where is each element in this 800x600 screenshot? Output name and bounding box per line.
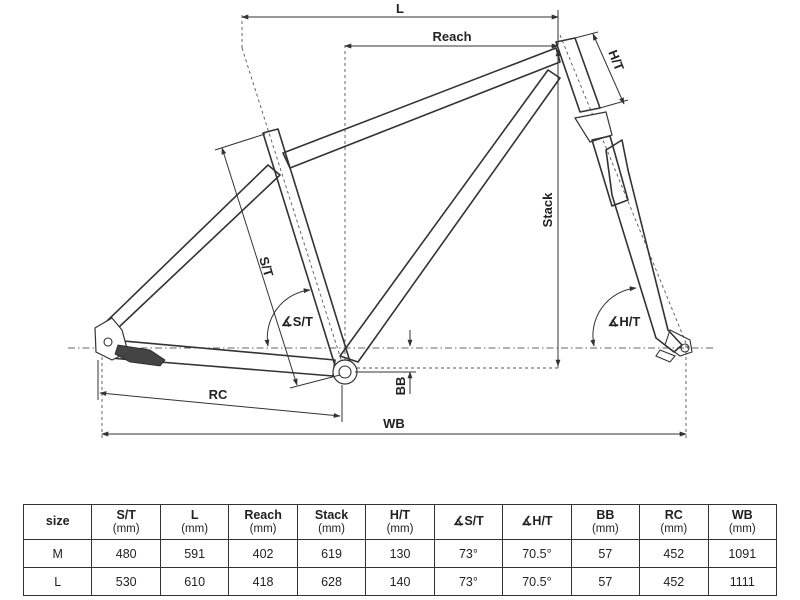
rc-label: RC [209, 387, 228, 402]
table-cell: 73° [433, 539, 504, 568]
ht-angle-label: ∡H/T [608, 314, 641, 329]
geometry-table: size S/T(mm) L(mm) Reach(mm) Stack(mm) H… [22, 504, 778, 596]
col-header-st: S/T(mm) [91, 504, 161, 540]
table-cell: 130 [365, 539, 435, 568]
st-label: S/T [256, 255, 276, 279]
fork-crown [574, 111, 613, 143]
table-cell: 452 [639, 539, 709, 568]
table-cell: 1091 [707, 539, 778, 568]
table-cell: 480 [91, 539, 161, 568]
col-header-reach: Reach(mm) [228, 504, 298, 540]
col-header-wb: WB(mm) [707, 504, 778, 540]
fork [574, 111, 693, 363]
table-cell: M [22, 539, 93, 568]
wb-label: WB [383, 416, 405, 431]
table-cell: 70.5° [502, 567, 572, 596]
fork-stanchion [591, 135, 629, 207]
table-cell: 530 [91, 567, 161, 596]
col-header-bb: BB(mm) [570, 504, 641, 540]
rc-dimension-line [99, 391, 341, 418]
table-cell: 591 [159, 539, 230, 568]
head-tube [555, 37, 601, 113]
col-header-size: size [22, 504, 93, 540]
fork-dropout [664, 329, 693, 357]
col-header-stack: Stack(mm) [296, 504, 367, 540]
table-cell: 57 [570, 567, 641, 596]
seat-tube [262, 128, 353, 373]
table-cell: 73° [433, 567, 504, 596]
table-cell: 402 [228, 539, 298, 568]
st-angle-arc [264, 288, 311, 347]
seat-stay [105, 164, 281, 329]
ht-angle-arc [590, 286, 637, 347]
table-cell: 140 [365, 567, 435, 596]
bike-frame [94, 37, 601, 385]
ht-dimension-line [592, 33, 625, 105]
col-header-ht: H/T(mm) [365, 504, 435, 540]
bb-label: BB [393, 377, 408, 396]
table-cell: 452 [639, 567, 709, 596]
col-header-rc: RC(mm) [639, 504, 709, 540]
head-tube-axis [559, 34, 689, 349]
bottom-bracket [332, 359, 358, 385]
reach-label: Reach [432, 29, 471, 44]
l-label: L [396, 1, 404, 16]
down-tube [339, 69, 561, 363]
table-header-row: size S/T(mm) L(mm) Reach(mm) Stack(mm) H… [22, 504, 778, 540]
table-cell: L [22, 567, 93, 596]
table-row-size-m: M 480 591 402 619 130 73° 70.5° 57 452 1… [22, 539, 778, 568]
bike-geometry-diagram: L Reach H/T Stack S/T ∡S/T ∡H/T BB RC WB [68, 1, 715, 440]
top-tube [282, 47, 561, 169]
ht-label: H/T [605, 48, 627, 73]
table-row-size-l: L 530 610 418 628 140 73° 70.5° 57 452 1… [22, 567, 778, 596]
table-cell: 619 [296, 539, 367, 568]
col-header-st-angle: ∡S/T [433, 504, 504, 540]
st-angle-label: ∡S/T [281, 314, 313, 329]
brake-mount [114, 344, 166, 367]
table-cell: 1111 [707, 567, 778, 596]
table-cell: 610 [159, 567, 230, 596]
table-cell: 70.5° [502, 539, 572, 568]
table-cell: 628 [296, 567, 367, 596]
stack-label: Stack [540, 192, 555, 227]
table-cell: 57 [570, 539, 641, 568]
col-header-ht-angle: ∡H/T [502, 504, 572, 540]
col-header-l: L(mm) [159, 504, 230, 540]
table-cell: 418 [228, 567, 298, 596]
